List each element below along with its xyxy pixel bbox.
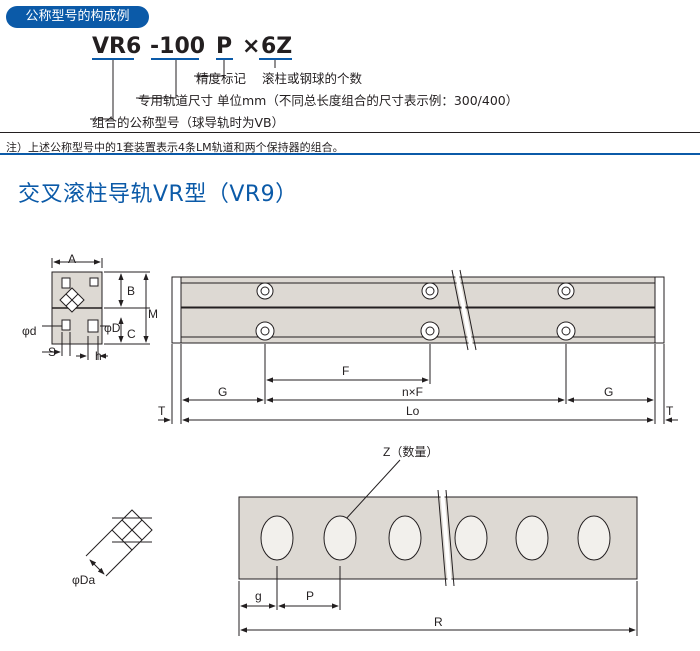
desc-model: 组合的公称型号（球导轨时为VB）: [92, 115, 285, 130]
rail-cross-section: [42, 258, 150, 360]
cage-rollers: [260, 515, 611, 561]
dimension-labels: A B M C φd φD S h F G n×F G T T Lo Z（数量）…: [22, 252, 674, 629]
side-view-dimensions: [158, 344, 678, 424]
label-R: R: [434, 615, 443, 629]
model-part-times: ×: [242, 34, 261, 59]
model-part-series: VR6: [92, 34, 142, 59]
model-part-precision: P: [216, 34, 233, 59]
label-Z: Z（数量）: [383, 444, 438, 459]
label-S: S: [48, 345, 56, 359]
label-nF: n×F: [402, 385, 423, 399]
section-badge: 公称型号的构成例: [6, 6, 149, 28]
label-G-left: G: [218, 385, 227, 399]
roller-cage: [238, 459, 638, 636]
model-part-length: -100: [150, 34, 206, 59]
rail-side-view: [171, 269, 665, 351]
label-h: h: [95, 349, 102, 363]
label-G-right: G: [604, 385, 613, 399]
desc-length: 专用轨道尺寸 单位mm（不同总长度组合的尺寸表示例：300/400）: [138, 93, 519, 108]
label-L0: Lo: [406, 404, 420, 418]
note-top-rule: [0, 132, 700, 133]
label-phi-D: φD: [104, 321, 121, 335]
model-part-rollers: 6Z: [261, 34, 293, 59]
label-C: C: [127, 327, 136, 341]
label-T-right: T: [666, 404, 674, 418]
label-B: B: [127, 284, 135, 298]
label-g: g: [255, 589, 262, 603]
product-title: 交叉滚柱导轨VR型（VR9）: [18, 182, 298, 207]
label-M: M: [148, 307, 158, 321]
desc-precision: 精度标记: [196, 71, 247, 86]
section-divider: [0, 153, 700, 155]
label-P: P: [306, 589, 314, 603]
label-phi-d: φd: [22, 324, 36, 338]
roller-detail: [85, 509, 153, 577]
label-F: F: [342, 364, 349, 378]
note-text: 注）上述公称型号中的1套装置表示4条LM轨道和两个保持器的组合。: [6, 141, 344, 154]
mounting-holes: [255, 282, 576, 341]
label-T-left: T: [158, 404, 166, 418]
desc-rollers: 滚柱或钢球的个数: [262, 71, 363, 86]
label-A: A: [68, 252, 76, 266]
label-phi-Da: φDa: [72, 573, 95, 587]
model-callout-lines: [90, 58, 292, 120]
